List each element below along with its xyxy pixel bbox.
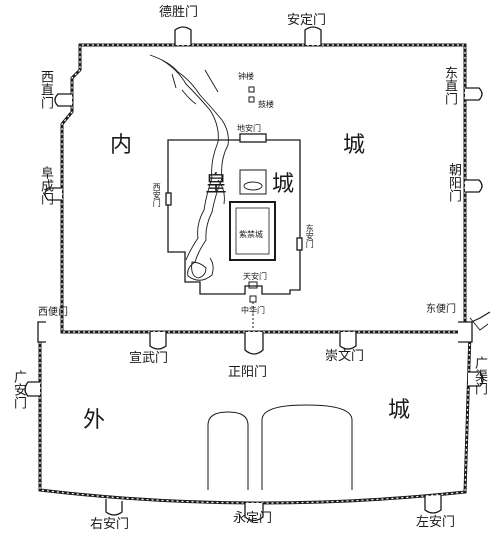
inner-city-label-1: 内 bbox=[110, 133, 133, 158]
gate-youanmen: 右安门 bbox=[90, 517, 130, 532]
temples bbox=[207, 404, 353, 490]
gate-andingmen: 安定门 bbox=[287, 13, 327, 28]
imperial-city-label-2: 城 bbox=[272, 172, 295, 197]
imperial-city-label-1: 皇 bbox=[205, 172, 228, 197]
outer-city-wall bbox=[38, 311, 491, 505]
jingshan-hill bbox=[239, 169, 267, 195]
forbidden-city bbox=[229, 201, 276, 261]
gate-zuoanmen: 左安门 bbox=[416, 515, 456, 530]
lakes bbox=[149, 54, 229, 281]
gate-yongdingmen: 永定门 bbox=[233, 511, 273, 526]
gate-dongzhimen: 东直门 bbox=[441, 66, 457, 105]
gate-xibianmen: 西便门 bbox=[38, 307, 68, 318]
drum-tower-label: 鼓楼 bbox=[258, 100, 274, 109]
inner-city-label-2: 城 bbox=[343, 133, 366, 158]
gate-xuanwumen: 宣武门 bbox=[129, 351, 169, 366]
gate-chaoyangmen: 朝阳门 bbox=[445, 163, 461, 202]
outer-city-label-1: 外 bbox=[83, 408, 106, 433]
gate-xizhimen: 西直门 bbox=[37, 70, 53, 109]
gate-barbicans bbox=[24, 26, 484, 522]
gate-zhengyangmen: 正阳门 bbox=[228, 365, 268, 380]
xianmen-label: 西安门 bbox=[152, 183, 162, 207]
tiananmen-label: 天安门 bbox=[243, 272, 267, 281]
bell-tower-label: 钟楼 bbox=[238, 72, 254, 81]
zhonghuamen-label: 中华门 bbox=[241, 306, 265, 315]
gate-deshengmen: 德胜门 bbox=[159, 5, 199, 20]
forbidden-city-label: 紫禁城 bbox=[239, 230, 263, 239]
dongan-label: 东安门 bbox=[305, 224, 315, 248]
dianmen-label: 地安门 bbox=[237, 124, 261, 133]
gate-dongbianmen: 东便门 bbox=[426, 304, 456, 315]
bell-drum-towers bbox=[248, 86, 255, 103]
central-axis bbox=[248, 281, 258, 330]
imperial-city-wall bbox=[167, 139, 301, 295]
gate-chongwenmen: 崇文门 bbox=[325, 349, 365, 364]
outer-city-label-2: 城 bbox=[388, 398, 411, 423]
gate-fuchengmen: 阜成门 bbox=[37, 166, 53, 205]
gate-guangqumen: 广渠门 bbox=[471, 356, 487, 395]
gate-guanganmen: 广安门 bbox=[10, 370, 26, 409]
inner-city-wall bbox=[60, 43, 467, 334]
